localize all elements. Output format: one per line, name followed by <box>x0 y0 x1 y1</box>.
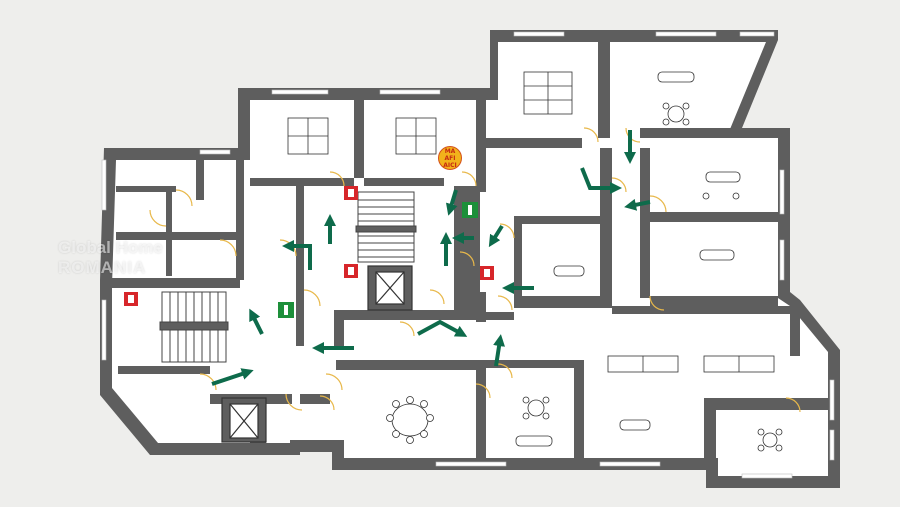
round-table <box>667 105 685 123</box>
elevator-west-icon <box>221 397 267 443</box>
you-are-here-marker: MA AFI AICI <box>438 146 462 170</box>
fire-extinguisher-icon <box>480 266 494 280</box>
stairs-icon <box>355 191 417 263</box>
first-aid-icon <box>278 302 294 318</box>
interior-walls <box>112 42 828 470</box>
evacuation-arrow-icon <box>249 308 264 335</box>
evacuation-arrows <box>211 130 651 386</box>
evacuation-arrow-icon <box>445 189 458 216</box>
fire-extinguisher-icon <box>344 186 358 200</box>
stairs-west-icon <box>159 291 229 363</box>
fire-extinguisher-icon <box>344 264 358 278</box>
evacuation-arrow-icon <box>493 334 506 367</box>
marker-line-3: AICI <box>443 161 457 169</box>
round-table <box>762 432 778 448</box>
marker-line-1: MA <box>444 147 456 155</box>
evacuation-arrow-icon <box>417 319 468 337</box>
first-aid-icon <box>462 202 478 218</box>
evacuation-arrow-icon <box>211 368 254 386</box>
fire-extinguisher-icon <box>124 292 138 306</box>
elevator-icon <box>367 265 413 311</box>
desk <box>553 265 585 277</box>
evacuation-arrow-icon <box>488 224 504 248</box>
evacuation-arrow-icon <box>580 167 622 194</box>
desk <box>699 249 735 261</box>
furniture <box>287 71 783 452</box>
marker-line-2: AFI <box>444 154 456 162</box>
windows <box>101 31 835 479</box>
desk <box>657 71 695 83</box>
evacuation-arrow-icon <box>624 198 651 211</box>
desk <box>619 419 651 431</box>
evacuation-arrow-icon <box>282 240 312 270</box>
desk <box>705 171 741 183</box>
round-table <box>527 399 545 417</box>
